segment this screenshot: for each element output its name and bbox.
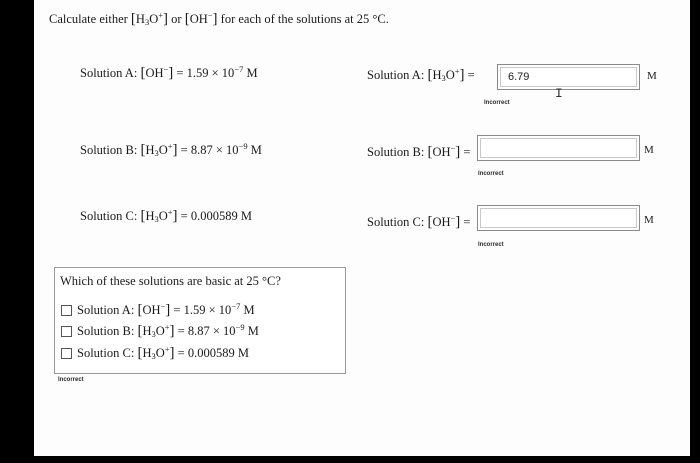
given-solution-a: Solution A: [OH−] = 1.59 × 10−7 M (80, 64, 258, 81)
unit-a: M (647, 70, 657, 82)
checkbox-solution-c[interactable] (61, 348, 72, 359)
unit-b: M (644, 144, 654, 156)
option-solution-a[interactable]: Solution A: [OH−] = 1.59 × 10−7 M (77, 301, 255, 318)
status-incorrect-a: Incorrect (484, 100, 510, 106)
unit-c: M (644, 214, 654, 226)
answer-label-c: Solution C: [OH−] = (367, 213, 471, 230)
answer-input-c-box[interactable] (477, 205, 640, 231)
text-cursor-icon: I (555, 86, 563, 101)
answer-input-a[interactable] (498, 65, 639, 89)
checkbox-solution-b[interactable] (61, 326, 72, 337)
instructions: Calculate either [H3O+] or [OH−] for eac… (49, 10, 389, 27)
checkbox-solution-a[interactable] (61, 305, 72, 316)
status-incorrect-b: Incorrect (478, 171, 504, 177)
answer-label-a: Solution A: [H3O+] = (367, 66, 475, 83)
option-solution-b[interactable]: Solution B: [H3O+] = 8.87 × 10−9 M (77, 322, 259, 339)
status-incorrect-c: Incorrect (478, 242, 504, 248)
answer-input-b-box[interactable] (477, 135, 640, 161)
option-solution-c[interactable]: Solution C: [H3O+] = 0.000589 M (77, 344, 249, 361)
given-solution-b: Solution B: [H3O+] = 8.87 × 10−9 M (80, 141, 262, 158)
answer-input-b[interactable] (478, 136, 639, 160)
answer-label-b: Solution B: [OH−] = (367, 143, 471, 160)
question-panel: Calculate either [H3O+] or [OH−] for eac… (34, 0, 690, 456)
answer-input-a-box[interactable] (497, 64, 640, 90)
given-solution-c: Solution C: [H3O+] = 0.000589 M (80, 207, 252, 224)
question-prompt: Which of these solutions are basic at 25… (60, 274, 281, 288)
instructions-text: Calculate either (49, 12, 128, 26)
status-incorrect-question: Incorrect (58, 377, 84, 383)
basic-solutions-question: Which of these solutions are basic at 25… (54, 267, 346, 374)
answer-input-c[interactable] (478, 206, 639, 230)
